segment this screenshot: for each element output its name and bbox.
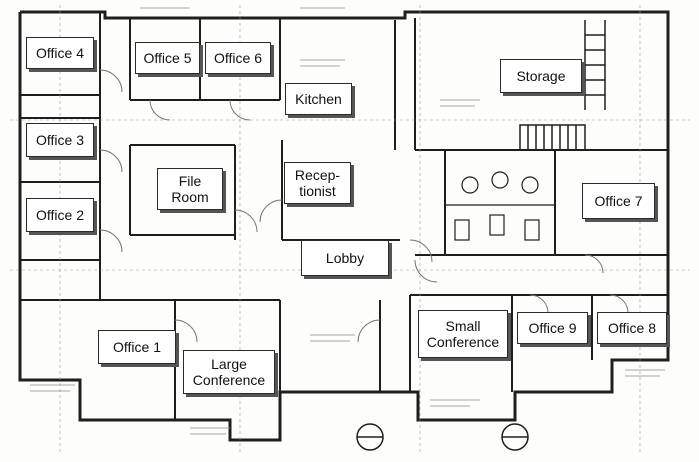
restroom-fixtures (445, 171, 555, 241)
door-swings (99, 69, 629, 343)
room-label-file-room: File Room (157, 168, 223, 210)
stairs (519, 20, 606, 151)
grid-lines (10, 5, 690, 455)
room-label-small-conference: Small Conference (418, 310, 508, 358)
room-label-office-5: Office 5 (135, 42, 200, 74)
room-label-office-7: Office 7 (582, 183, 655, 219)
room-label-kitchen: Kitchen (285, 83, 352, 115)
exterior-walls (18, 10, 670, 442)
room-label-office-1: Office 1 (98, 330, 176, 364)
room-label-large-conference: Large Conference (183, 350, 275, 394)
room-label-office-4: Office 4 (26, 37, 94, 69)
room-label-office-8: Office 8 (597, 312, 667, 344)
section-markers (356, 423, 529, 451)
room-label-office-9: Office 9 (517, 312, 588, 344)
sketch-annotations (30, 7, 665, 435)
room-label-office-6: Office 6 (205, 42, 271, 74)
room-label-office-2: Office 2 (26, 198, 94, 232)
room-label-receptionist: Recep- tionist (284, 162, 351, 204)
room-label-storage: Storage (500, 59, 582, 93)
room-label-lobby: Lobby (301, 240, 389, 276)
room-label-office-3: Office 3 (26, 123, 94, 157)
